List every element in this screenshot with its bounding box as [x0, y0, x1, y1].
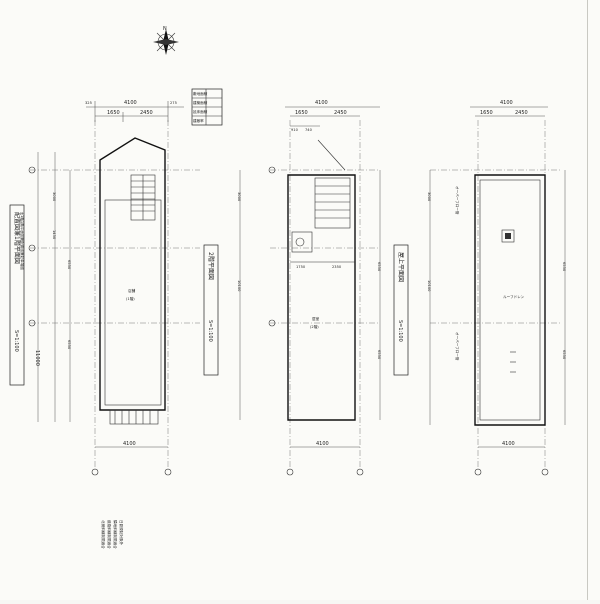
plan-2f: 4100 1650 2450 910 740	[203, 100, 381, 476]
room-2f-name: 居室	[312, 316, 320, 321]
title-1f: 配置図兼1階平面図	[13, 212, 21, 264]
note-1: 道路斜線制限適合	[107, 520, 112, 549]
dim-roof-a: 1650	[480, 110, 493, 116]
room-1f-floor: (1階)	[126, 296, 135, 301]
dim-2f-mid-a: 1750	[296, 265, 306, 269]
dim-2f-right-c: 6550	[377, 350, 381, 360]
scale-2f: S=1:100	[207, 320, 213, 342]
dim-top-total: 4100	[124, 100, 137, 106]
roof-callout-1: オーバーフロー管	[455, 332, 460, 361]
compass-label: N	[163, 26, 167, 32]
dim-2f-stair-a: 910	[291, 128, 299, 132]
scale-1f: S=1:100	[13, 330, 19, 352]
area-table: 敷地面積 建築面積 延床面積 建蔽率	[191, 88, 223, 126]
dim-2f-b: 2450	[334, 110, 347, 116]
dim-2f-left-a: 3000	[237, 192, 241, 202]
note-3: 日影規制対象外	[119, 520, 124, 546]
title-block-2f	[203, 244, 219, 376]
dim-roof-right-c: 6550	[562, 350, 566, 360]
dim-top-b: 2450	[140, 110, 153, 116]
note-0: 北側斜線制限適合	[101, 520, 106, 549]
dim-2f-right-b: 6550	[377, 262, 381, 272]
dim-edge-left: 325	[85, 101, 92, 105]
dim-left-total: 11000	[34, 350, 40, 366]
title-roof: 屋上平面図	[397, 252, 405, 282]
room-2f-floor: (2階)	[310, 324, 319, 329]
dim-2f-top: 4100	[315, 100, 328, 106]
dim-2f-bottom: 4100	[316, 441, 329, 447]
title-block-roof	[393, 244, 409, 376]
dim-left-c: 6550	[67, 340, 71, 350]
dim-2f-stair-b: 740	[305, 128, 313, 132]
plan-roof: 4100 1650 2450 ルーフドレン オーバーフロー管 オーバーフロー管	[393, 100, 566, 476]
dim-2f-mid-b: 2350	[332, 265, 342, 269]
dim-2f-a: 1650	[295, 110, 308, 116]
roof-drain-note: ルーフドレン	[503, 294, 525, 299]
dim-roof-b: 2450	[515, 110, 528, 116]
dim-1f-bottom: 4100	[123, 441, 136, 447]
dim-roof-right-b: 6550	[562, 262, 566, 272]
scale-roof: S=1:100	[397, 320, 403, 342]
title-2f: 2階平面図	[207, 252, 215, 280]
dim-roof-left-a: 3000	[427, 192, 431, 202]
subtitle-1f: ※1階1階平面図兼配置図兼駐車場図	[20, 212, 25, 270]
roof-callout-0: オーバーフロー管	[455, 186, 460, 215]
dim-left-a: 3000	[52, 192, 56, 202]
dim-roof-total: 10100	[427, 280, 431, 292]
table-row-building: 建築面積	[193, 100, 208, 105]
dim-2f-total: 10100	[237, 280, 241, 292]
dim-roof-top: 4100	[500, 100, 513, 106]
table-row-site: 敷地面積	[193, 91, 208, 96]
dim-edge-right: 275	[170, 101, 177, 105]
plan-1f: 4100 1650 2450 325 275 11000 3000 6550 6…	[9, 88, 223, 549]
dim-roof-bottom: 4100	[502, 441, 515, 447]
room-1f-name: 店舗	[128, 288, 136, 293]
note-2: 隣地斜線制限適合	[113, 520, 118, 549]
dim-left-b: 6550	[67, 260, 71, 270]
title-block-1f	[9, 204, 25, 386]
sheet-edge	[587, 0, 588, 600]
table-row-floor: 延床面積	[193, 109, 208, 114]
compass-icon	[153, 29, 179, 55]
dim-left-d: 1450	[52, 230, 56, 240]
dim-top-a: 1650	[107, 110, 120, 116]
table-row-coverage: 建蔽率	[193, 118, 204, 123]
